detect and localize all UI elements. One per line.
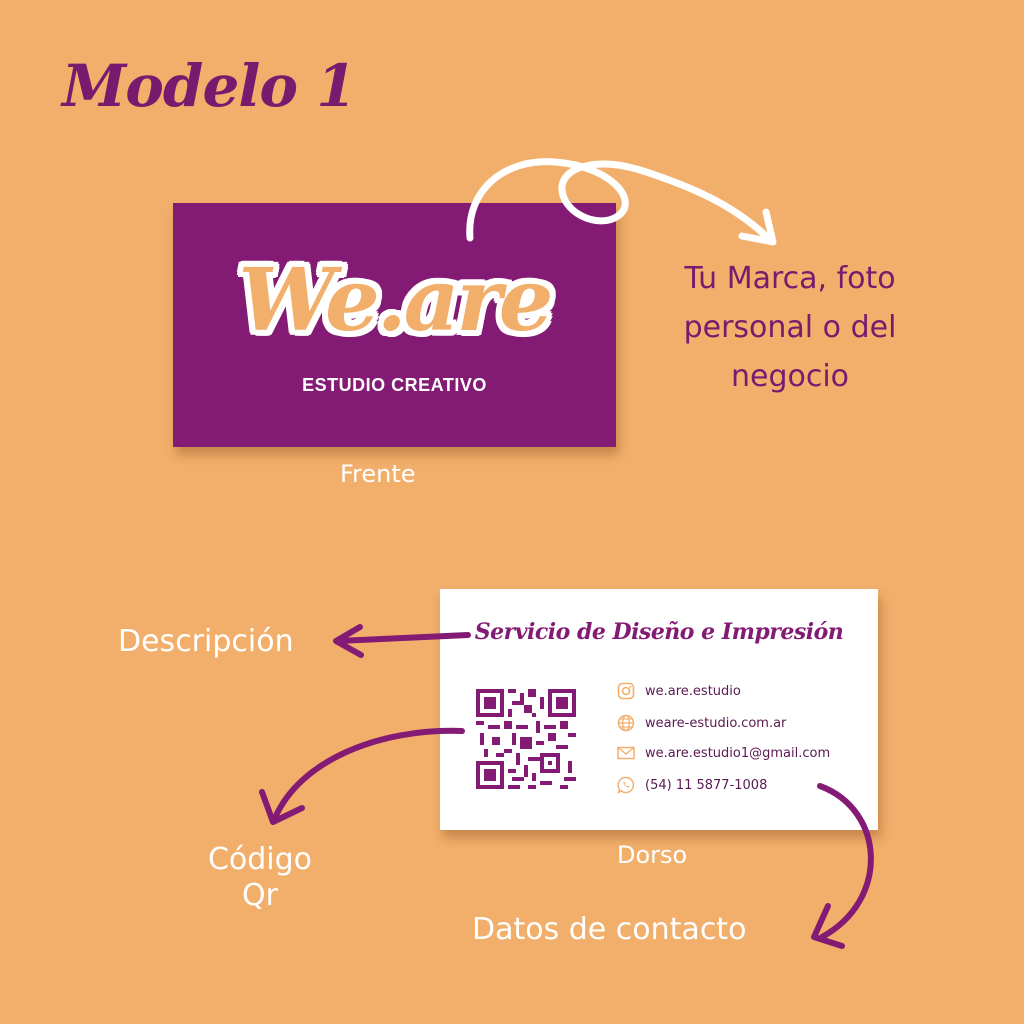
qr-code-icon [476, 689, 576, 789]
brand-label-line: negocio [730, 359, 850, 394]
website-url[interactable]: weare-estudio.com.ar [645, 715, 787, 731]
phone-number[interactable]: (54) 11 5877-1008 [645, 777, 768, 793]
contact-row-website: weare-estudio.com.ar [616, 711, 786, 735]
globe-icon [617, 714, 635, 732]
back-caption: Dorso [617, 841, 688, 869]
service-title: Servicio de Diseño e Impresión [474, 619, 844, 645]
front-caption: Frente [340, 460, 416, 488]
contact-data-label: Datos de contacto [472, 912, 747, 947]
brand-label-line: personal o del [683, 310, 897, 345]
contact-row-whatsapp: (54) 11 5877-1008 [616, 773, 767, 797]
contact-row-email: we.are.estudio1@gmail.com [616, 741, 830, 765]
front-card: We.are ESTUDIO CREATIVO [173, 203, 616, 447]
instagram-handle[interactable]: we.are.estudio [645, 683, 741, 699]
qr-code-label-line: Qr [242, 878, 278, 913]
back-card: Servicio de Diseño e Impresión w [440, 589, 878, 830]
instagram-icon [617, 682, 635, 700]
logo-subtitle: ESTUDIO CREATIVO [302, 375, 487, 395]
email-address[interactable]: we.are.estudio1@gmail.com [645, 745, 831, 761]
brand-label: Tu Marca, foto personal o del negocio [640, 254, 940, 401]
whatsapp-icon [617, 776, 635, 795]
brand-label-line: Tu Marca, foto [684, 261, 896, 296]
qr-code-label-line: Código [207, 842, 313, 877]
curved-arrow-icon [259, 727, 465, 825]
qr-code-label: Código Qr [180, 842, 340, 914]
mail-icon [617, 746, 635, 760]
contact-row-instagram: we.are.estudio [616, 679, 741, 703]
description-label: Descripción [118, 624, 294, 659]
page-title: Modelo 1 [62, 52, 357, 120]
brand-logo: We.are [238, 250, 554, 351]
